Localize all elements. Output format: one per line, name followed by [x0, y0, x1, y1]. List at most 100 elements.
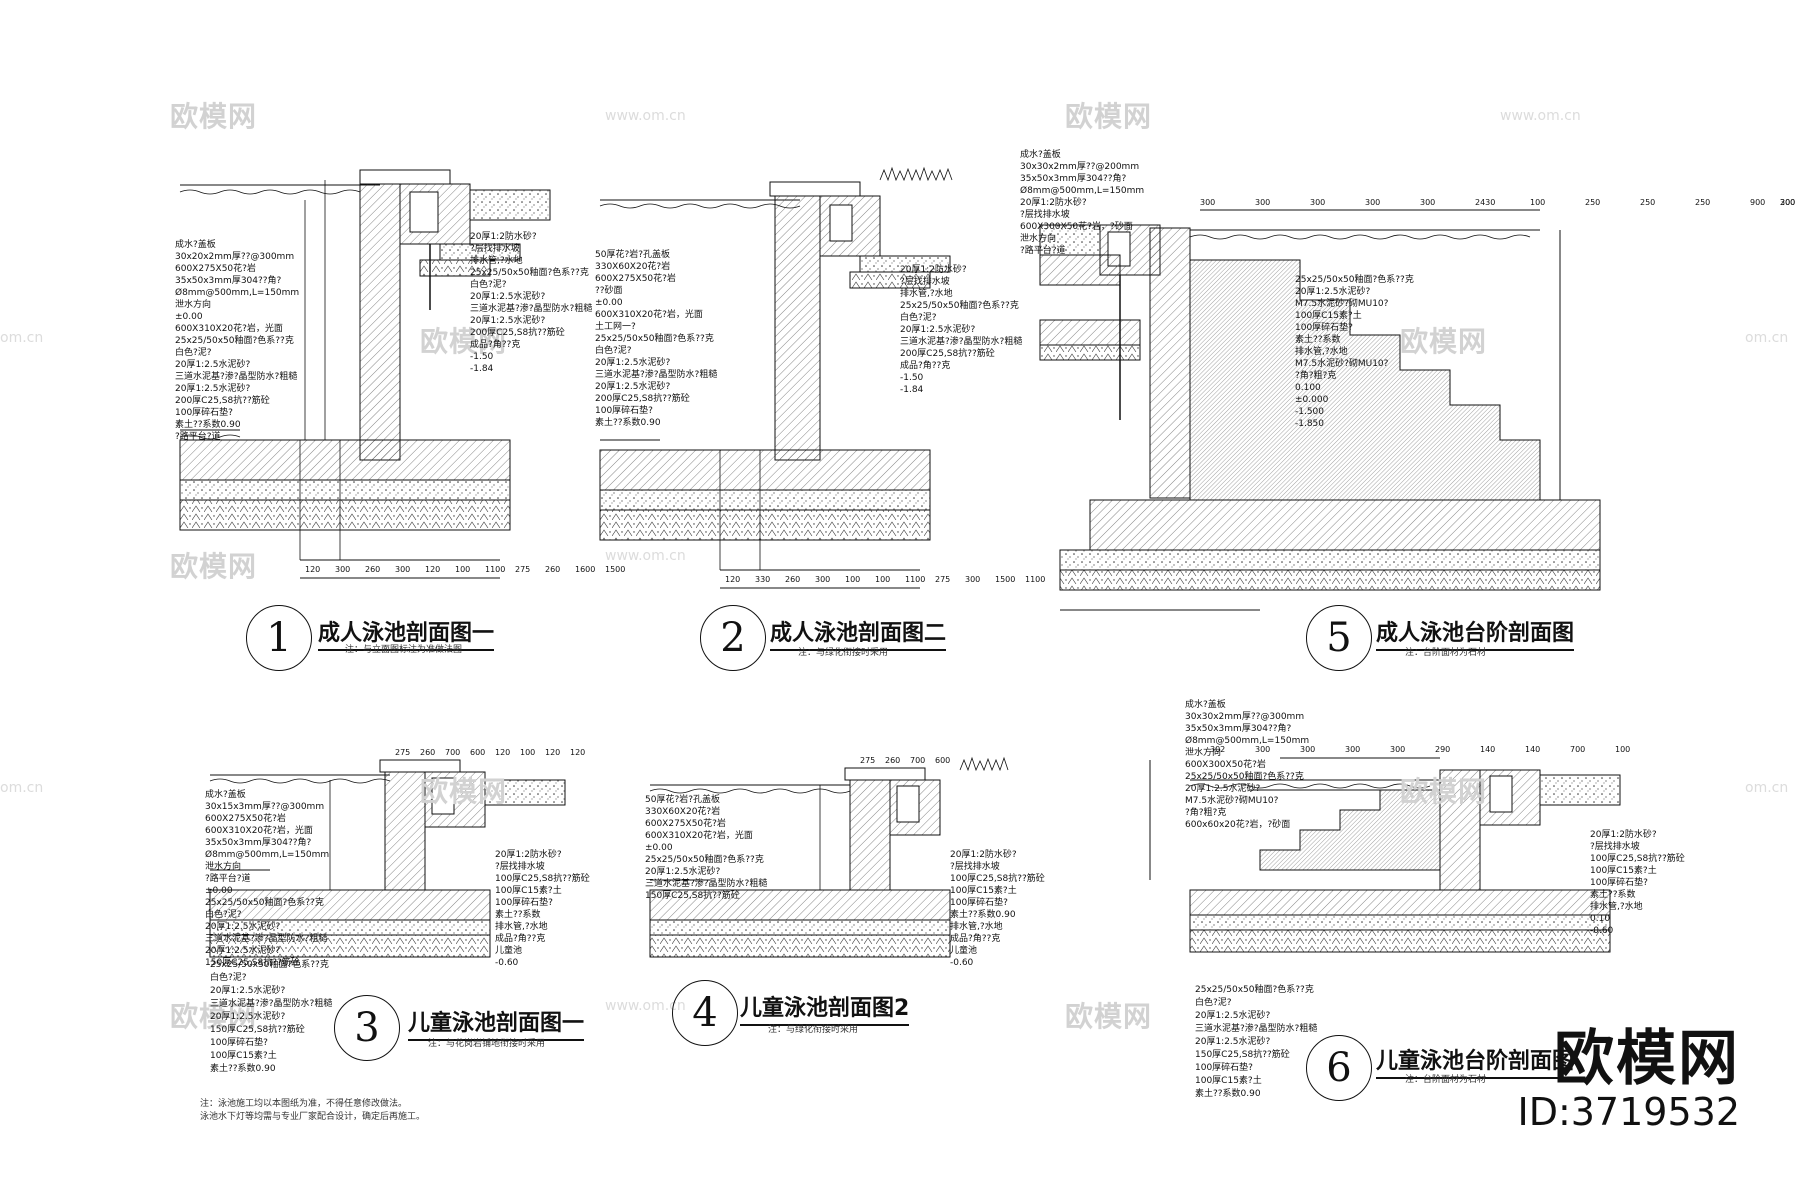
dimension-value: 300 [1255, 198, 1271, 207]
dimension-value: 1100 [905, 575, 926, 584]
material-layer-label: 20厚1:2.5水泥砂? [1195, 1011, 1271, 1021]
section-1-drawing [179, 169, 551, 579]
annotation-label: 排水管,?水地 [1590, 902, 1643, 912]
section-note: 注：台阶面材为石材 [1405, 1075, 1487, 1085]
section-note: 注：与绿化衔接时采用 [798, 648, 889, 658]
dimension-value: 100 [875, 575, 891, 584]
material-layer-label: 25x25/50x50釉面?色系??克 [210, 960, 329, 970]
annotation-label: 600X300X50花?岩 [1185, 760, 1266, 770]
dimension-value: 100 [455, 565, 471, 574]
dimension-value: 250 [1695, 198, 1711, 207]
annotation-label: 成水?盖板 [175, 240, 216, 250]
annotation-label: 土工网一? [595, 322, 636, 332]
annotation-label: -0.60 [1590, 926, 1614, 936]
dimension-value: 120 [570, 748, 586, 757]
dimension-value: 120 [425, 565, 441, 574]
annotation-label: 50厚花?岩?孔盖板 [645, 795, 721, 805]
section-title: 儿童泳池剖面图一 [408, 1005, 585, 1041]
section-note: 注：台阶面材为石材 [1405, 648, 1487, 658]
section-3-drawing [209, 759, 566, 958]
dimension-value: 600 [935, 756, 951, 765]
dimension-value: 100 [1615, 745, 1631, 754]
annotation-label: ±0.00 [175, 312, 203, 322]
annotation-label: 白色?泥? [900, 313, 937, 323]
annotation-label: 20厚1:2.5水泥砂? [175, 384, 251, 394]
annotation-label: 排水管,?水地 [1295, 347, 1348, 357]
annotation-label: 100厚碎石垫? [495, 898, 553, 908]
watermark-url: om.cn [0, 780, 44, 796]
annotation-label: 20厚1:2防水砂? [900, 265, 967, 275]
dimension-value: 290 [1435, 745, 1451, 754]
dimension-value: 1500 [995, 575, 1016, 584]
annotation-label: ?层找排水坡 [495, 862, 545, 872]
dimension-value: 300 [1300, 745, 1316, 754]
annotation-label: 100厚C25,S8抗??筋砼 [495, 874, 590, 884]
annotation-label: 600x60x20花?岩，?砂面 [1185, 820, 1291, 830]
annotation-label: 20厚1:2.5水泥砂? [900, 325, 976, 335]
annotation-label: 泄水方向 [175, 300, 212, 310]
dimension-value: 300 [1390, 745, 1406, 754]
annotation-label: ??砂面 [595, 286, 623, 296]
material-layer-label: 素土??系数0.90 [1195, 1089, 1261, 1099]
annotation-label: 成水?盖板 [205, 790, 246, 800]
annotation-label: ?层找排水坡 [950, 862, 1000, 872]
annotation-label: 600X275X50花?岩 [595, 274, 676, 284]
annotation-label: 600X310X20花?岩，光面 [175, 324, 283, 334]
watermark-url: om.cn [1745, 780, 1789, 796]
dimension-value: 1500 [605, 565, 626, 574]
section-note: 注：与花岗岩铺地衔接时采用 [428, 1039, 546, 1049]
annotation-label: 200厚C25,S8抗??筋砼 [175, 396, 270, 406]
dimension-value: 260 [785, 575, 801, 584]
annotation-label: 150厚C25,S8抗??筋砼 [205, 958, 300, 968]
annotation-label: 成品?角??克 [470, 340, 521, 350]
annotation-label: 三道水泥基?渗?晶型防水?粗糙 [205, 934, 328, 944]
annotation-label: 100厚C25,S8抗??筋砼 [950, 874, 1045, 884]
brand-logo: 欧模网 [1554, 1024, 1740, 1094]
annotation-label: 20厚1:2.5水泥砂? [595, 358, 671, 368]
dimension-value: 300 [1780, 198, 1796, 207]
annotation-label: 200厚C25,S8抗??筋砼 [900, 349, 995, 359]
material-layer-label: 150厚C25,S8抗??筋砼 [1195, 1050, 1290, 1060]
annotation-label: ?层找排水坡 [1590, 842, 1640, 852]
dimension-value: 1600 [575, 565, 596, 574]
annotation-label: 三道水泥基?渗?晶型防水?粗糙 [175, 372, 298, 382]
dimension-value: 2430 [1475, 198, 1496, 207]
annotation-label: 20厚1:2防水砂? [470, 232, 537, 242]
annotation-label: 排水管,?水地 [495, 922, 548, 932]
annotation-label: 35x50x3mm厚304??角? [175, 276, 282, 286]
annotation-label: ?角?粗?克 [1185, 808, 1227, 818]
material-layer-label: 20厚1:2.5水泥砂? [210, 986, 286, 996]
annotation-label: 成品?角??克 [495, 934, 546, 944]
annotation-label: 20厚1:2防水砂? [1590, 830, 1657, 840]
annotation-label: -1.850 [1295, 419, 1325, 429]
annotation-label: 排水管,?水地 [950, 922, 1003, 932]
annotation-label: 20厚1:2防水砂? [1020, 198, 1087, 208]
dimension-value: 200 [1780, 198, 1796, 207]
section-number-circle: 5 [1306, 605, 1372, 671]
annotation-label: 100厚碎石垫? [1295, 323, 1353, 333]
annotation-label: Ø8mm@500mm,L=150mm [205, 850, 330, 860]
annotation-label: 成品?角??克 [900, 361, 951, 371]
annotation-label: ?路平台?道 [205, 874, 251, 884]
dimension-value: 600 [470, 748, 486, 757]
dimension-value: 300 [1420, 198, 1436, 207]
annotation-label: 600X275X50花?岩 [645, 819, 726, 829]
section-number-circle: 6 [1306, 1035, 1372, 1101]
dimension-value: 260 [545, 565, 561, 574]
annotation-label: 330X60X20花?岩 [595, 262, 671, 272]
watermark-url: www.om.cn [605, 998, 686, 1014]
material-layer-label: 20厚1:2.5水泥砂? [1195, 1037, 1271, 1047]
annotation-label: ?层找排水坡 [1020, 210, 1070, 220]
dimension-value: 300 [1310, 198, 1326, 207]
dimension-value: 250 [1640, 198, 1656, 207]
annotation-label: 200厚C25,S8抗??筋砼 [595, 394, 690, 404]
dimension-value: 260 [420, 748, 436, 757]
section-title: 成人泳池台阶剖面图 [1376, 615, 1575, 651]
annotation-label: 素土??系数0.90 [175, 420, 241, 430]
annotation-label: 成水?盖板 [1020, 150, 1061, 160]
section-title: 成人泳池剖面图二 [770, 615, 947, 651]
dimension-value: 300 [1365, 198, 1381, 207]
annotation-label: 20厚1:2.5水泥砂? [205, 922, 281, 932]
annotation-label: 25x25/50x50釉面?色系??克 [205, 898, 324, 908]
dimension-value: 250 [1585, 198, 1601, 207]
